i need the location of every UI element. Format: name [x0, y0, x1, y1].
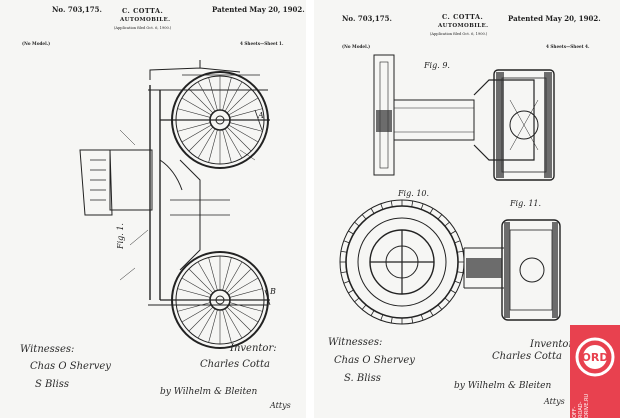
inventor-signature: Charles Cotta	[492, 351, 562, 362]
witnesses-label: Witnesses:	[20, 344, 75, 355]
gear-tooth	[444, 221, 450, 227]
watermark-initials: ORD	[582, 351, 609, 364]
inventor-name: C. COTTA.	[442, 13, 484, 21]
witness-2-signature: S Bliss	[35, 379, 70, 390]
gear-tooth	[348, 289, 354, 294]
attorney-signature: by Wilhelm & Bleiten	[160, 387, 258, 397]
gear-tooth	[454, 280, 461, 284]
gear-tooth	[437, 304, 443, 310]
inventor-signature: Charles Cotta	[200, 359, 270, 370]
patent-number: No. 703,175.	[52, 5, 102, 14]
sheet-count: 4 Sheets—Sheet 4.	[546, 44, 590, 49]
inventor-label: Inventor:	[230, 343, 277, 354]
fig-11-label: Fig. 11.	[510, 199, 542, 208]
ref-letter-b: B	[270, 287, 276, 296]
gear-tooth	[457, 271, 464, 274]
sheet-gutter	[306, 0, 314, 418]
off-road-drive-watermark-logo: ORD	[570, 325, 620, 418]
patent-date: Patented May 20, 1902.	[508, 14, 601, 23]
witness-1-signature: Chas O Shervey	[30, 361, 111, 372]
gear-tooth	[429, 208, 434, 214]
gear-tooth	[390, 317, 393, 324]
attorney-suffix: Attys	[270, 401, 291, 410]
gear-tooth	[370, 310, 375, 316]
application-date: (Application filed Oct. 6, 1900.)	[430, 32, 488, 36]
inventor-label: Inventor	[530, 339, 574, 350]
ref-letter-a: A	[258, 111, 264, 120]
gear-tooth	[361, 214, 367, 220]
witness-1-signature: Chas O Shervey	[334, 355, 415, 366]
invention-title: AUTOMOBILE.	[120, 17, 171, 23]
witness-2-signature: S. Bliss	[344, 373, 381, 384]
gear-tooth	[343, 280, 350, 284]
gear-tooth	[450, 230, 456, 235]
gear-tooth	[411, 200, 414, 207]
gear-tooth	[411, 317, 414, 324]
patent-number: No. 703,175.	[342, 14, 392, 23]
gear-tooth	[380, 203, 384, 210]
gear-tooth	[444, 297, 450, 303]
gear-tooth	[390, 200, 393, 207]
gear-tooth	[454, 240, 461, 244]
gear-tooth	[348, 230, 354, 235]
fig-10-label: Fig. 10.	[398, 189, 430, 198]
patent-sheet-right: No. 703,175. C. COTTA. Patented May 20, …	[314, 0, 620, 418]
gear-tooth	[361, 304, 367, 310]
fig-1-label: Fig. 1.	[115, 223, 125, 249]
gear-tooth	[420, 314, 424, 321]
gear-tooth	[380, 314, 384, 321]
model-note: (No Model.)	[22, 41, 51, 46]
axle-section-drawings	[339, 54, 561, 325]
gear-tooth	[343, 240, 350, 244]
gear-tooth	[340, 271, 347, 274]
attorney-signature: by Wilhelm & Bleiten	[454, 381, 552, 391]
gear-tooth	[354, 221, 360, 227]
gear-tooth	[450, 289, 456, 294]
witnesses-label: Witnesses:	[328, 337, 383, 348]
inventor-name: C. COTTA.	[122, 7, 164, 15]
gear-tooth	[420, 203, 424, 210]
application-date: (Application filed Oct. 6, 1900.)	[114, 26, 172, 30]
gear-tooth	[457, 250, 464, 253]
watermark-site-text: OFF-ROAD-DRIVE.RU	[572, 393, 590, 418]
fig-9-label: Fig. 9.	[424, 61, 450, 70]
patent-sheet-left: No. 703,175. C. COTTA. Patented May 20, …	[0, 0, 306, 418]
invention-title: AUTOMOBILE.	[438, 23, 489, 29]
gear-tooth	[370, 208, 375, 214]
sheet-count: 4 Sheets—Sheet 1.	[240, 41, 284, 46]
attorney-suffix: Attys	[544, 397, 565, 406]
model-note: (No Model.)	[342, 44, 371, 49]
gear-tooth	[340, 250, 347, 253]
gear-tooth	[429, 310, 434, 316]
gear-tooth	[354, 297, 360, 303]
automobile-side-elevation-drawing	[79, 60, 271, 349]
patent-date: Patented May 20, 1902.	[212, 5, 305, 14]
gear-tooth	[437, 214, 443, 220]
